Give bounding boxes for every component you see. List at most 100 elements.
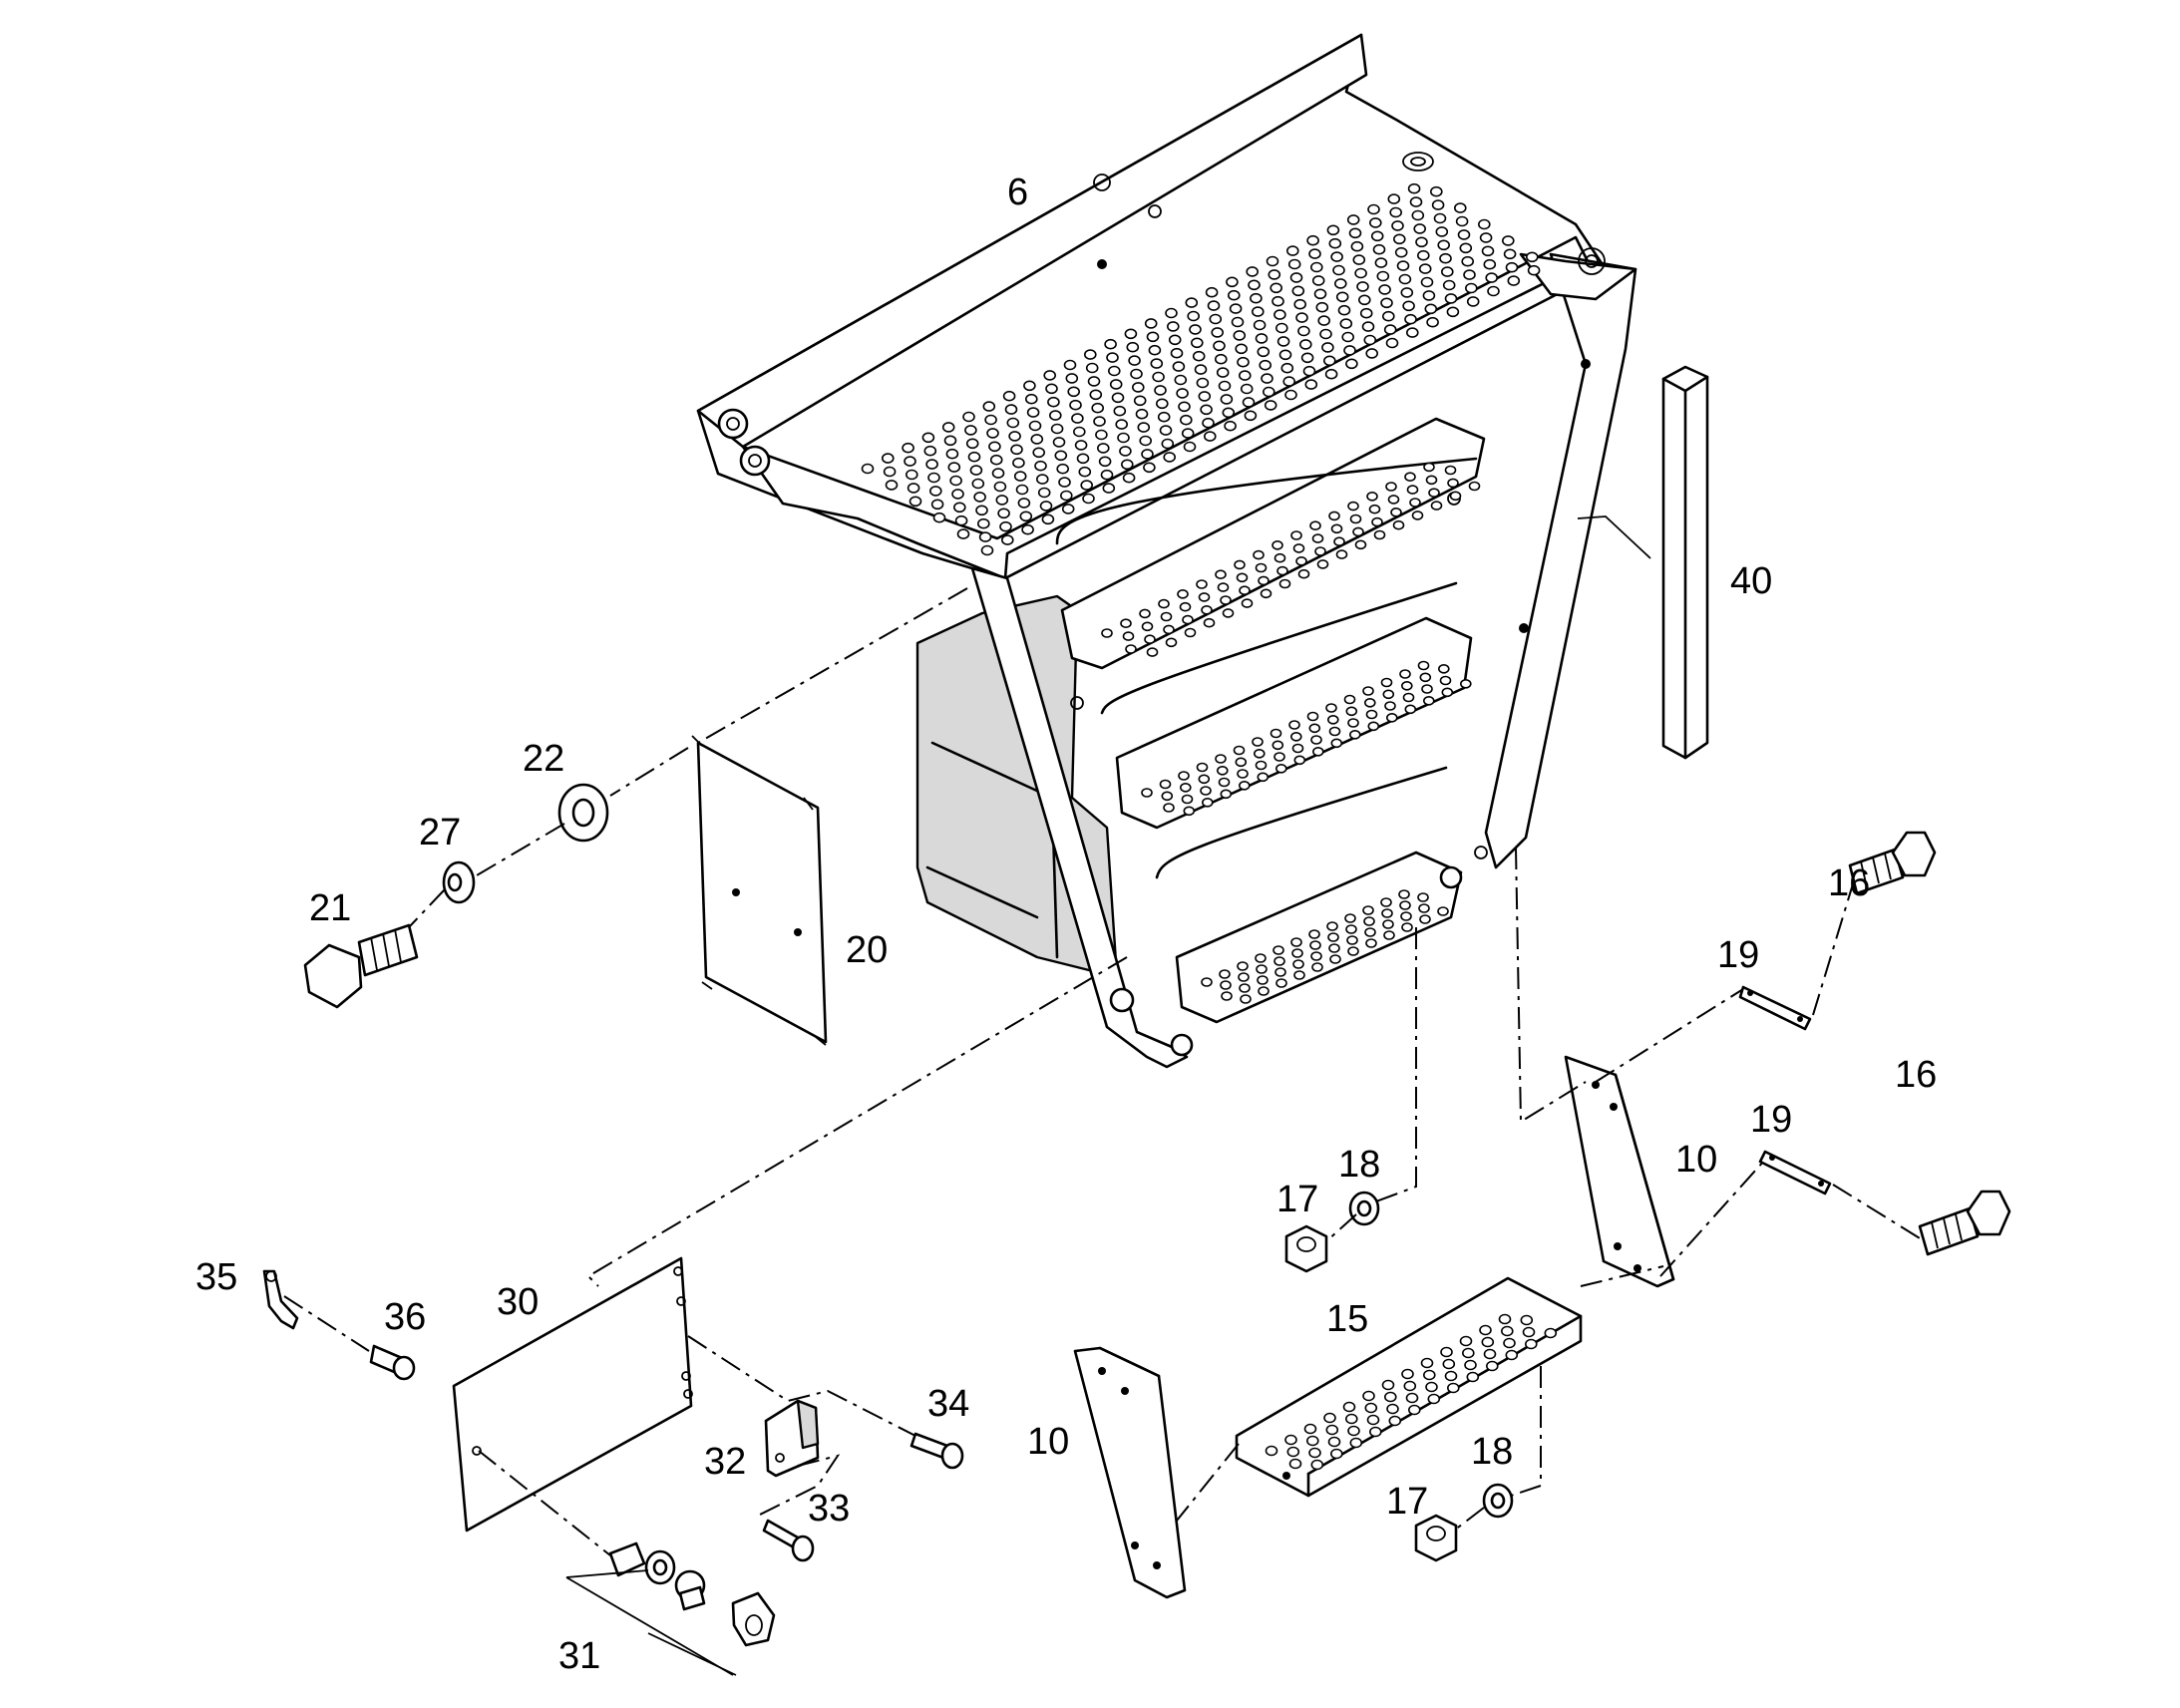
tread-hole [1276,565,1288,576]
part-19-plate-upper [1738,985,1812,1031]
tread-hole [1034,460,1047,472]
tread-hole [1386,712,1398,723]
tread-hole [1417,249,1430,261]
tread-hole [1125,644,1137,654]
tread-hole [1365,348,1378,359]
part-32-hinge [764,1399,820,1478]
tread-hole [1303,1423,1317,1435]
tread-hole [1505,261,1519,273]
part-22-washer [557,783,609,843]
tread-hole [1119,446,1132,457]
tread-hole [1479,232,1493,243]
tread-hole [1365,709,1378,720]
tread-hole [984,414,997,426]
tread-hole [1479,1324,1492,1336]
tread-hole [1366,491,1378,502]
tread-hole [1071,413,1084,424]
tread-hole [1256,964,1268,974]
tread-hole [965,438,979,450]
tread-hole [1441,266,1454,277]
tread-hole [1333,536,1345,547]
tread-hole [1481,245,1495,257]
tread-hole [1304,379,1318,390]
tread-hole [952,502,966,513]
step-2-perforations [1141,660,1472,817]
tread-hole [1255,333,1269,344]
tread-hole [1444,1370,1458,1382]
tread-hole [1367,721,1380,732]
tread-hole [1158,598,1170,609]
tread-hole [1126,341,1140,353]
tread-hole [1349,1437,1363,1449]
tread-hole [1381,908,1393,918]
tread-hole [1100,469,1114,481]
tread-hole [1244,410,1258,422]
tread-hole [1362,905,1374,915]
tread-hole [947,462,961,473]
part-27-washer [442,860,476,904]
tread-hole [1290,530,1302,540]
tread-hole [1161,438,1175,450]
tread-hole [1462,1347,1475,1359]
tread-hole [1143,462,1156,474]
part-36-plug [369,1344,416,1381]
tread-hole [1272,539,1283,550]
tread-hole [1028,420,1042,432]
tread-hole [1085,362,1099,374]
tread-hole [1466,296,1480,307]
tread-hole [1106,352,1119,363]
tread-hole [1239,780,1251,791]
tread-hole [1334,278,1347,289]
tread-hole [1163,452,1176,463]
tread-hole [1052,437,1066,448]
tread-hole [1160,611,1173,622]
tread-hole [1200,404,1213,416]
tread-hole [1278,349,1292,361]
tread-hole [1406,327,1419,338]
tread-hole [1278,578,1291,589]
tread-hole [1265,1445,1278,1457]
tread-hole [1311,962,1323,972]
tread-hole [1124,328,1138,340]
tread-hole [1431,199,1445,210]
tread-hole [1325,1424,1339,1436]
tread-hole [1198,774,1211,785]
step-frame-assembly [696,33,1637,1069]
callout-30: 30 [497,1281,539,1323]
tread-hole [1317,315,1330,326]
tread-hole [1098,456,1112,468]
tread-hole [997,508,1010,519]
tread-hole [1439,675,1452,686]
tread-hole [1135,408,1149,420]
tread-hole [1423,695,1435,706]
tread-hole [1438,663,1450,674]
tread-hole [1405,1392,1419,1404]
tread-hole [1311,275,1325,286]
tread-hole [1420,1357,1434,1369]
part-16-bolt-upper [1848,831,1937,895]
tread-hole [980,544,994,556]
tread-hole [1350,240,1364,252]
tread-hole [1319,328,1332,340]
tread-hole [1026,407,1040,418]
tread-hole [1306,711,1319,722]
tread-hole [1220,394,1234,405]
tread-hole [1189,324,1202,335]
tread-hole [1030,434,1044,445]
tread-hole [1260,588,1272,599]
tread-hole [1356,281,1369,292]
tread-hole [1291,948,1303,958]
tread-hole [956,528,970,539]
tread-hole [1226,276,1239,288]
tread-hole [881,453,895,464]
tread-hole [1398,273,1412,285]
tread-hole [1180,414,1193,426]
tread-hole [1209,313,1223,325]
tread-hole [1263,386,1275,398]
step-1-perforations [1101,462,1481,657]
tread-hole [1437,239,1450,251]
tread-hole [1374,257,1388,268]
tread-hole [1297,568,1310,579]
tread-hole [1220,980,1232,990]
tread-hole [1180,782,1192,793]
